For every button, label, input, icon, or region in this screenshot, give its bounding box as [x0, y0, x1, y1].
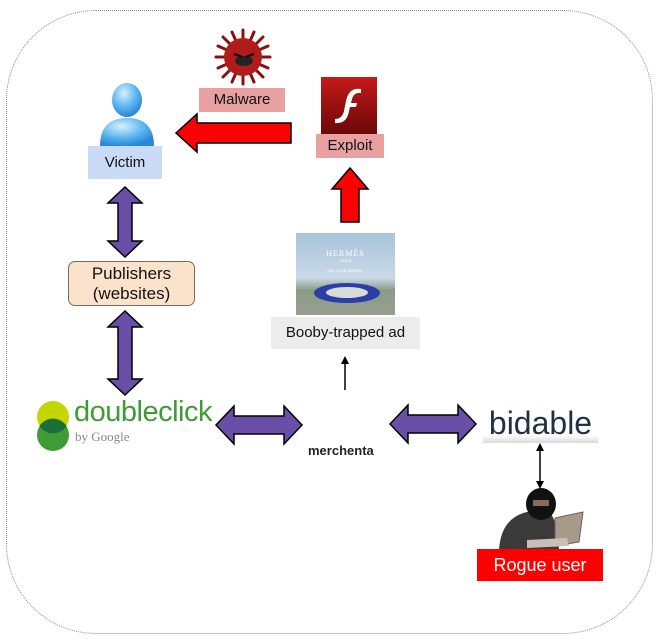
malware-label: Malware [199, 88, 285, 112]
victim-label: Victim [88, 146, 162, 179]
ad-plate-inner [326, 287, 368, 298]
arrow-bidable-rogue [536, 443, 544, 489]
doubleclick-logo-icon [37, 401, 69, 451]
doubleclick-name: doubleclick [74, 396, 212, 428]
merchenta-label: merchenta [308, 443, 374, 458]
arrow-victim-publishers [106, 185, 144, 259]
attack-arrow-to-exploit [330, 166, 370, 223]
ad-image: HERMÈS PARIS • ON YOUR MARKS... [296, 233, 395, 315]
publishers-label: Publishers [91, 264, 172, 283]
flash-icon [321, 77, 377, 134]
ad-label: Booby-trapped ad [271, 317, 420, 349]
arrow-merchenta-to-ad [341, 356, 349, 390]
diagram-frame [6, 10, 653, 634]
user-icon [100, 83, 154, 146]
doubleclick-sub: by Google [75, 429, 130, 444]
ad-tagline: • ON YOUR MARKS... [325, 268, 366, 273]
virus-icon [214, 28, 272, 86]
publishers-box: Publishers (websites) [68, 261, 195, 306]
publishers-sublabel: (websites) [92, 284, 171, 303]
ad-brand: HERMÈS [326, 249, 365, 258]
hacker-icon [499, 488, 584, 550]
rogue-user-label: Rogue user [477, 549, 603, 581]
attack-arrow-to-victim [174, 112, 292, 154]
bidable-logo: bidable [483, 405, 598, 443]
arrow-merchenta-bidable [388, 403, 478, 445]
arrow-doubleclick-merchenta [214, 404, 304, 446]
ad-brand-sub: PARIS [339, 258, 352, 263]
arrow-publishers-doubleclick [106, 309, 144, 397]
exploit-label: Exploit [316, 134, 384, 158]
